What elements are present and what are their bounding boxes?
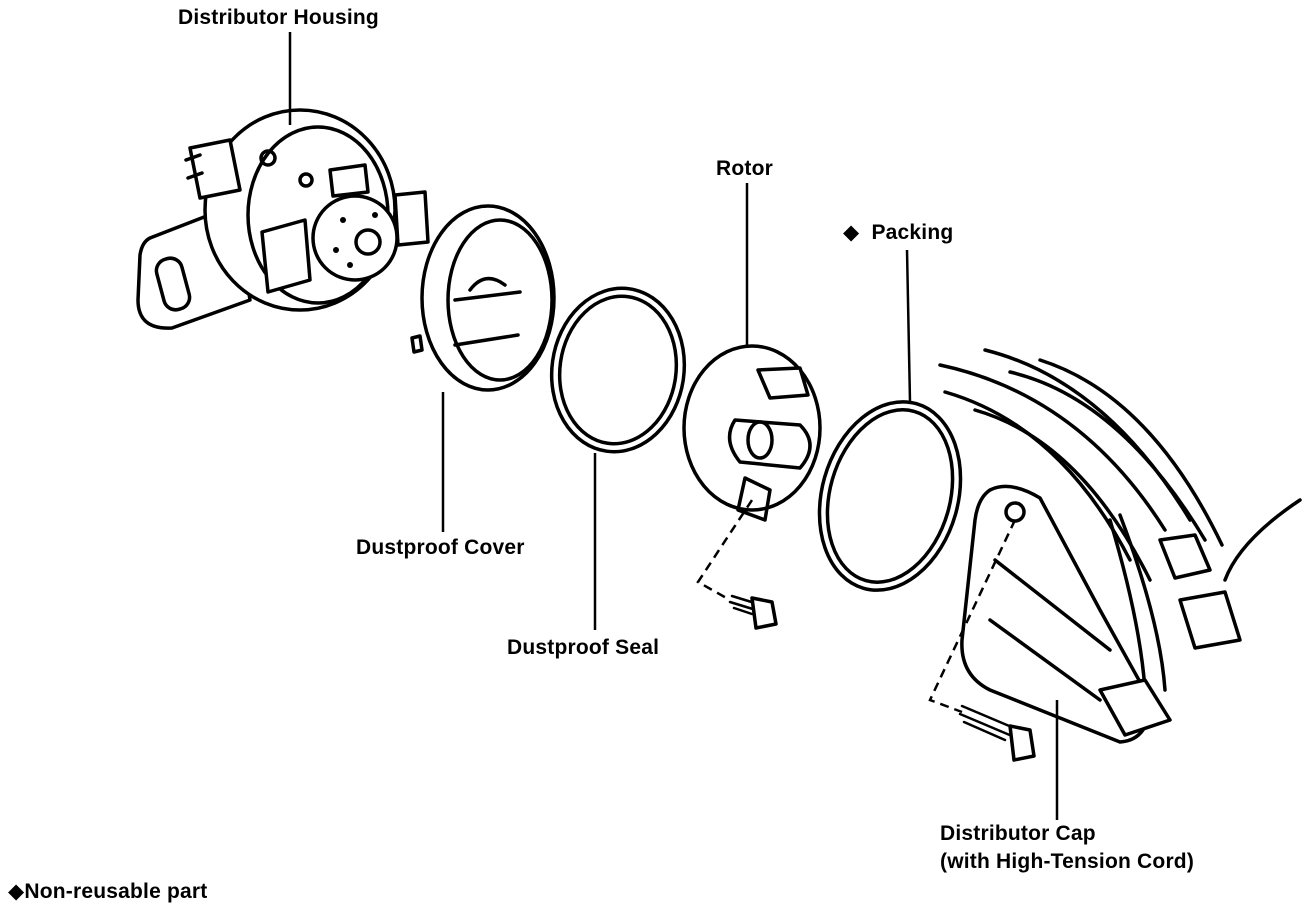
legend-text: Non-reusable part	[24, 880, 208, 903]
cap-screw-dashed-line	[928, 519, 1017, 714]
rotor-part	[682, 344, 822, 522]
label-distributor-housing: Distributor Housing	[178, 6, 379, 29]
label-dustproof-cover: Dustproof Cover	[356, 536, 525, 559]
label-packing-text: Packing	[871, 221, 954, 244]
non-reusable-diamond-icon: ◆	[843, 221, 860, 244]
distributor-housing-part	[136, 108, 430, 330]
packing-part	[817, 400, 963, 592]
legend-diamond-icon: ◆	[8, 880, 25, 903]
legend: ◆Non-reusable part	[8, 878, 207, 906]
label-packing: ◆ Packing	[843, 219, 953, 247]
leader-packing	[905, 249, 912, 403]
dustproof-cover-part	[410, 204, 556, 392]
rotor-screw-dashed-line	[696, 499, 754, 602]
label-dustproof-seal: Dustproof Seal	[507, 636, 660, 659]
label-distributor-cap: Distributor Cap (with High-Tension Cord)	[940, 822, 1195, 873]
distributor-cap-part	[938, 348, 1302, 744]
label-rotor: Rotor	[716, 157, 773, 180]
rotor-screw-part	[728, 594, 778, 630]
dustproof-seal-part	[549, 286, 687, 454]
cap-screw-part	[958, 704, 1036, 762]
